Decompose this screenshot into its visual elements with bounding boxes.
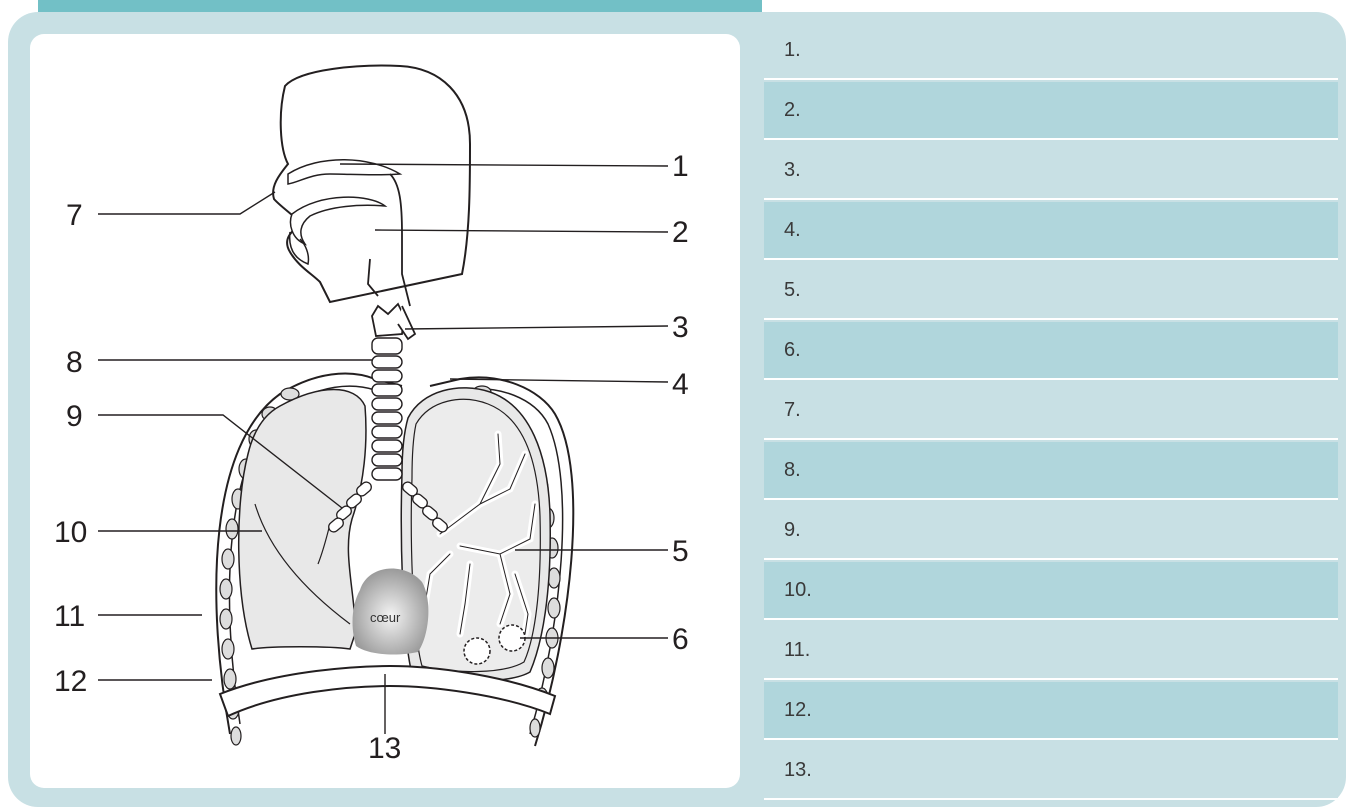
answer-list: 1. 2. 3. 4. 5. 6. 7. 8. 9. 10. 11. 12. 1…	[764, 22, 1338, 802]
callout-7: 7	[66, 199, 83, 232]
answer-row-5[interactable]: 5.	[764, 262, 1338, 320]
callout-2: 2	[672, 216, 689, 249]
answer-row-11[interactable]: 11.	[764, 622, 1338, 680]
trachea	[372, 338, 402, 480]
left-lung	[239, 390, 366, 650]
answer-row-6[interactable]: 6.	[764, 322, 1338, 380]
callout-4: 4	[672, 368, 689, 401]
answer-row-7[interactable]: 7.	[764, 382, 1338, 440]
callout-8: 8	[66, 346, 83, 379]
answer-row-12[interactable]: 12.	[764, 682, 1338, 740]
header-accent-strip	[38, 0, 762, 12]
heart-label: cœur	[370, 610, 401, 625]
callout-5: 5	[672, 535, 689, 568]
respiratory-system-diagram: cœur 1 2 3 4 5 6 7 8 9 10 11	[30, 34, 740, 788]
callout-11: 11	[54, 600, 85, 633]
answer-row-3[interactable]: 3.	[764, 142, 1338, 200]
callout-13: 13	[368, 732, 401, 765]
alveoli-cluster-1	[464, 638, 490, 664]
respiratory-diagram-card: cœur 1 2 3 4 5 6 7 8 9 10 11	[30, 34, 740, 788]
callout-9: 9	[66, 400, 83, 433]
answer-row-13[interactable]: 13.	[764, 742, 1338, 800]
answer-row-4[interactable]: 4.	[764, 202, 1338, 260]
answer-row-8[interactable]: 8.	[764, 442, 1338, 500]
head-outline	[273, 66, 470, 302]
answer-row-1[interactable]: 1.	[764, 22, 1338, 80]
answer-row-10[interactable]: 10.	[764, 562, 1338, 620]
callout-3: 3	[672, 311, 689, 344]
callout-1: 1	[672, 150, 689, 183]
answer-row-9[interactable]: 9.	[764, 502, 1338, 560]
callout-12: 12	[54, 665, 87, 698]
callout-6: 6	[672, 623, 689, 656]
callout-10: 10	[54, 516, 87, 549]
answer-row-2[interactable]: 2.	[764, 82, 1338, 140]
